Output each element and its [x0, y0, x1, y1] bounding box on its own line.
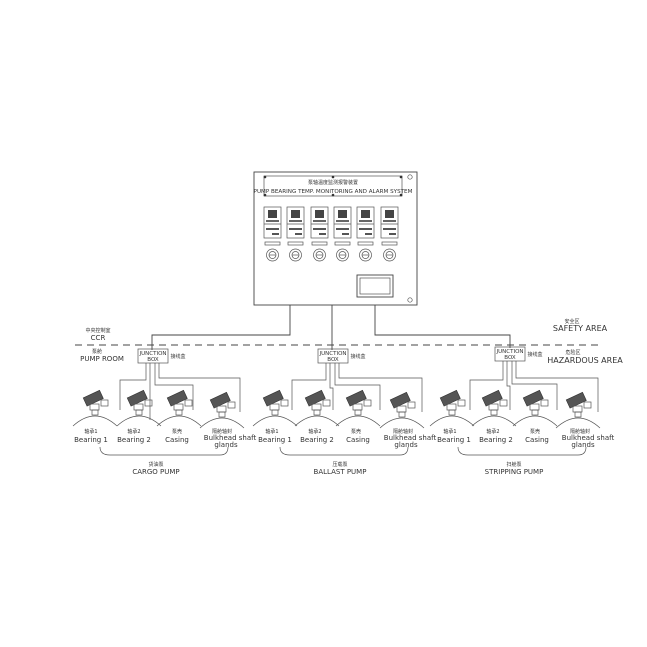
- sensor-label: Bulkhead shaft: [384, 434, 437, 442]
- alarm-panel: 泵轴温度监测报警装置 PUMP BEARING TEMP. MONITORING…: [253, 171, 418, 306]
- svg-text:隔舱轴封: 隔舱轴封: [570, 428, 590, 435]
- svg-text:接线盒: 接线盒: [527, 351, 542, 358]
- sensor-label: Bulkhead shaft: [562, 434, 615, 442]
- svg-text:JUNCTION: JUNCTION: [495, 349, 523, 355]
- svg-text:glands: glands: [394, 441, 418, 449]
- monitor-module: [286, 206, 305, 262]
- temp-sensor-icon: [512, 389, 558, 427]
- safety-area-label-cn: 安全区: [564, 318, 579, 325]
- svg-text:BOX: BOX: [327, 357, 339, 363]
- alarm-knob-icon: [289, 248, 302, 262]
- sensor-label: Bearing 1: [437, 436, 471, 444]
- temp-sensor-icon: [471, 389, 517, 427]
- sensor-label: Bearing 2: [300, 436, 334, 444]
- alarm-knob-icon: [266, 248, 279, 262]
- temp-sensor-icon: [294, 389, 340, 427]
- group-bracket: [279, 446, 409, 456]
- svg-text:轴承2: 轴承2: [308, 428, 321, 435]
- pump-room-label: PUMP ROOM: [80, 355, 124, 363]
- group-cargo-pump: JUNCTION BOX 接线盒: [72, 348, 257, 476]
- svg-text:隔舱轴封: 隔舱轴封: [393, 428, 413, 435]
- group-title: CARGO PUMP: [132, 468, 179, 476]
- alarm-knob-icon: [383, 248, 396, 262]
- svg-text:扫舱泵: 扫舱泵: [506, 461, 521, 468]
- monitor-module: [356, 206, 375, 262]
- temp-sensor-icon: [335, 389, 381, 427]
- temp-sensor-icon: [156, 389, 202, 427]
- svg-text:BOX: BOX: [147, 357, 159, 363]
- hazardous-area-label-cn: 危险区: [565, 349, 580, 356]
- safety-area-label: SAFETY AREA: [553, 324, 608, 333]
- monitor-module: [333, 206, 352, 262]
- svg-text:压载泵: 压载泵: [332, 461, 347, 468]
- ccr-label-cn: 中央控制室: [85, 327, 110, 334]
- group-title: BALLAST PUMP: [314, 468, 367, 476]
- group-bracket: [99, 446, 229, 456]
- svg-text:接线盒: 接线盒: [170, 353, 185, 360]
- svg-text:轴承2: 轴承2: [127, 428, 140, 435]
- temp-sensor-icon: [199, 391, 245, 429]
- panel-frame: [253, 171, 418, 306]
- temp-sensor-icon: [429, 389, 475, 427]
- monitor-modules: [263, 206, 399, 262]
- sensor-label: Bearing 1: [74, 436, 108, 444]
- sensor-label: Bulkhead shaft: [204, 434, 257, 442]
- svg-text:接线盒: 接线盒: [350, 353, 365, 360]
- group-bracket: [457, 446, 587, 456]
- temp-sensor-icon: [252, 389, 298, 427]
- panel-title-en: PUMP BEARING TEMP. MONITORING AND ALARM …: [254, 189, 413, 195]
- sensor-label: Bearing 2: [479, 436, 513, 444]
- svg-text:货油泵: 货油泵: [148, 461, 163, 468]
- svg-text:泵壳: 泵壳: [351, 428, 361, 435]
- cable-stripping: [374, 305, 511, 348]
- temp-sensor-icon: [116, 389, 162, 427]
- group-title: STRIPPING PUMP: [485, 468, 544, 476]
- monitor-module: [263, 206, 282, 262]
- junction-box: [137, 348, 169, 364]
- group-stripping-pump: JUNCTION BOX 接线盒: [429, 346, 615, 476]
- svg-text:轴承2: 轴承2: [486, 428, 499, 435]
- temp-sensor-icon: [555, 391, 601, 429]
- svg-text:轴承1: 轴承1: [265, 428, 278, 435]
- sensor-label: Bearing 1: [258, 436, 292, 444]
- alarm-knob-icon: [336, 248, 349, 262]
- alarm-knob-icon: [359, 248, 372, 262]
- sensor-label: Casing: [346, 436, 370, 444]
- svg-text:BOX: BOX: [504, 355, 516, 361]
- svg-text:glands: glands: [214, 441, 238, 449]
- group-ballast-pump: JUNCTION BOX 接线盒: [252, 348, 437, 476]
- mount-hole-icon: [407, 174, 413, 180]
- junction-box: [317, 348, 349, 364]
- svg-text:轴承1: 轴承1: [84, 428, 97, 435]
- monitor-module: [310, 206, 329, 262]
- sensor-label: Casing: [165, 436, 189, 444]
- svg-text:glands: glands: [571, 441, 595, 449]
- svg-text:泵壳: 泵壳: [172, 428, 182, 435]
- cable-cargo: [151, 305, 291, 350]
- ccr-label: CCR: [91, 334, 106, 342]
- svg-text:JUNCTION: JUNCTION: [318, 351, 346, 357]
- svg-text:隔舱轴封: 隔舱轴封: [212, 428, 232, 435]
- svg-text:轴承1: 轴承1: [443, 428, 456, 435]
- mount-hole-icon: [407, 297, 413, 303]
- temp-sensor-icon: [379, 391, 425, 429]
- svg-text:泵壳: 泵壳: [530, 428, 540, 435]
- hazardous-area-label: HAZARDOUS AREA: [547, 356, 623, 365]
- pump-room-label-cn: 泵舱: [92, 348, 102, 355]
- display-window: [356, 274, 394, 298]
- panel-title-cn: 泵轴温度监测报警装置: [308, 179, 358, 186]
- svg-text:JUNCTION: JUNCTION: [138, 351, 166, 357]
- sensor-label: Bearing 2: [117, 436, 151, 444]
- monitor-module: [380, 206, 399, 262]
- sensor-label: Casing: [525, 436, 549, 444]
- junction-box: [494, 346, 526, 362]
- temp-sensor-icon: [72, 389, 118, 427]
- alarm-knob-icon: [313, 248, 326, 262]
